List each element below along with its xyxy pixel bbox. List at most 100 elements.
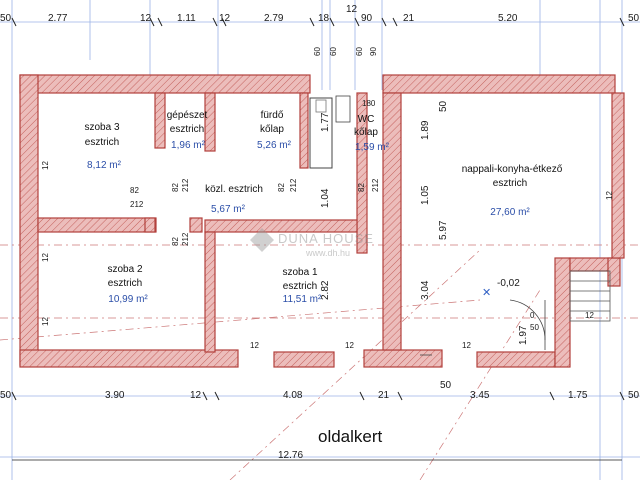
dim-60-b: 60 xyxy=(329,47,338,56)
watermark-logo-icon xyxy=(250,228,274,252)
garden-label: oldalkert xyxy=(318,427,383,446)
room-floor: esztrich xyxy=(283,281,317,292)
bathtub-icon xyxy=(309,97,333,169)
room-floor: kőlap xyxy=(354,127,378,138)
dim-82-d: 82 xyxy=(357,183,366,192)
room-nappali: nappali-konyha-étkező esztrich 27,60 m² xyxy=(462,164,563,218)
room-area: 1,59 m² xyxy=(355,142,390,153)
room-floor: kőlap xyxy=(260,124,284,135)
dim-top-4: 12 xyxy=(219,13,231,24)
dim-bottom-6: 1.75 xyxy=(568,390,588,401)
dim-top-1: 2.77 xyxy=(48,13,68,24)
level-value: -0,02 xyxy=(497,278,520,289)
dim-top-2: 12 xyxy=(140,13,152,24)
room-area: 10,99 m² xyxy=(108,294,148,305)
room-floor: esztrich xyxy=(108,278,142,289)
level-marker: ✕ -0,02 xyxy=(482,278,520,299)
dim-top-edge-right: 50 xyxy=(628,13,640,24)
dim-v-2: 1.05 xyxy=(420,185,431,205)
dim-bottom-edge-right: 50 xyxy=(628,390,640,401)
dim-v-4: 5.97 xyxy=(438,220,449,240)
dim-top-3: 1.11 xyxy=(177,13,196,24)
room-area: 8,12 m² xyxy=(87,160,122,171)
room-name: szoba 1 xyxy=(282,267,317,278)
dim-bottom-4: 21 xyxy=(378,390,390,401)
dim-top-5: 2.79 xyxy=(264,13,284,24)
dim-82-c: 82 xyxy=(277,183,286,192)
stair-icon xyxy=(569,270,611,322)
dim-top-6: 18 xyxy=(318,13,330,24)
dim-p0-g: 12 xyxy=(585,311,594,320)
dim-top-9: 5.20 xyxy=(498,13,518,24)
room-name: fürdő xyxy=(261,110,284,121)
bottom-dimension-ticks xyxy=(11,391,625,401)
level-cross-icon: ✕ xyxy=(482,287,491,299)
room-area: 1,96 m² xyxy=(171,140,206,151)
room-name: nappali-konyha-étkező xyxy=(462,164,563,175)
room-name: szoba 2 xyxy=(107,264,142,275)
bathtub-drain-icon xyxy=(315,99,327,113)
bottom-dimensions: 50 3.90 12 4.08 21 3.45 1.75 50 50 xyxy=(0,380,640,401)
dim-60-c: 60 xyxy=(355,47,364,56)
room-area: 11,51 m² xyxy=(283,294,322,305)
dim-60-a: 60 xyxy=(313,47,322,56)
watermark-url: www.dh.hu xyxy=(305,248,350,258)
dim-v-6: 1.77 xyxy=(320,112,331,132)
walls xyxy=(19,74,625,368)
room-name: közl. esztrich xyxy=(205,184,263,195)
dim-p0-f: 12 xyxy=(462,341,471,350)
top-dimension-ticks xyxy=(11,17,625,27)
room-floor: esztrich xyxy=(493,178,527,189)
vertical-dimensions: 1.89 1.05 3.04 5.97 1.04 1.77 2.82 1.97 … xyxy=(320,100,529,345)
dim-82-a: 82 xyxy=(130,186,139,195)
dim-212-a: 212 xyxy=(130,200,144,209)
dim-bottom-50: 50 xyxy=(440,380,452,391)
dim-p0-c: 12 xyxy=(41,317,50,326)
dim-v-5: 1.04 xyxy=(320,188,331,208)
dim-137: 0 xyxy=(530,311,535,320)
dim-p0-d: 12 xyxy=(250,341,259,350)
dim-v-7: 2.82 xyxy=(320,280,331,300)
dim-212-e: 212 xyxy=(181,232,190,246)
watermark: DUNA HOUSE www.dh.hu xyxy=(250,228,374,258)
top-dimensions: 12 2.77 12 1.11 12 2.79 18 90 21 5.20 50… xyxy=(0,4,640,24)
dim-bottom-5: 3.45 xyxy=(470,390,490,401)
dim-82-e: 82 xyxy=(171,237,180,246)
dim-210: 50 xyxy=(530,323,539,332)
dim-v-1: 1.89 xyxy=(420,120,431,140)
dim-90-top: 90 xyxy=(369,47,378,56)
dim-bottom-2: 12 xyxy=(190,390,202,401)
dim-v-3: 3.04 xyxy=(420,280,431,300)
room-area: 27,60 m² xyxy=(490,207,530,218)
door-swings xyxy=(420,299,546,356)
dim-180: 180 xyxy=(362,99,376,108)
dim-total: 12.76 xyxy=(278,450,303,461)
dim-v-8: 1.97 xyxy=(518,325,529,345)
opening-labels: 82 212 82 212 82 212 82 212 82 212 180 0… xyxy=(41,99,614,350)
dim-212-d: 212 xyxy=(371,178,380,192)
room-floor: esztrich xyxy=(170,124,204,135)
dim-bottom-1: 3.90 xyxy=(105,390,125,401)
room-name: szoba 3 xyxy=(84,122,119,133)
room-area: 5,67 m² xyxy=(211,204,246,215)
dim-p0-a: 12 xyxy=(41,161,50,170)
room-gepeszet: gépészet esztrich 1,96 m² xyxy=(167,110,208,151)
dim-top-edge: 50 xyxy=(0,13,12,24)
dim-top-12: 12 xyxy=(346,4,358,15)
top-small-labels: 60 60 60 90 xyxy=(313,47,378,56)
dim-p0-e: 12 xyxy=(345,341,354,350)
room-floor: esztrich xyxy=(85,137,119,148)
dim-p0-h: 12 xyxy=(605,191,614,200)
dim-v-50: 50 xyxy=(438,100,449,112)
watermark-brand: DUNA HOUSE xyxy=(278,231,374,246)
room-wc: WC kőlap 1,59 m² xyxy=(354,114,390,153)
room-szoba1: szoba 1 esztrich 11,51 m² xyxy=(282,267,322,305)
room-area: 5,26 m² xyxy=(257,140,292,151)
room-kozl: közl. esztrich 5,67 m² xyxy=(205,184,263,215)
dim-top-7: 90 xyxy=(361,13,373,24)
dim-212-c: 212 xyxy=(289,178,298,192)
room-szoba2: szoba 2 esztrich 10,99 m² xyxy=(107,264,148,305)
dim-bottom-3: 4.08 xyxy=(283,390,303,401)
